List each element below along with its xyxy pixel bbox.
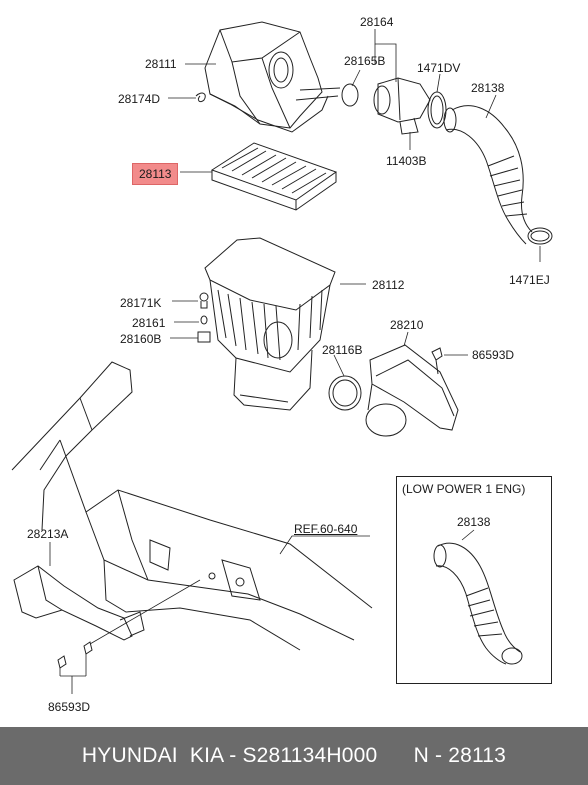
label-28160b[interactable]: 28160B [120,332,162,346]
label-28138[interactable]: 28138 [471,81,505,95]
label-28171k[interactable]: 28171K [120,296,162,310]
label-86593d-bottom[interactable]: 86593D [48,700,91,714]
label-28164[interactable]: 28164 [360,15,394,29]
air-cleaner-lower-case[interactable] [204,237,336,411]
vehicle-frame [11,361,373,651]
bushing-28161[interactable] [200,315,208,325]
air-filter-element[interactable] [210,142,338,211]
label-28210[interactable]: 28210 [390,318,424,332]
leader-lines [49,29,541,694]
air-duct-28210[interactable] [365,344,459,437]
label-28111[interactable]: 28111 [145,57,177,71]
clip-28174d[interactable] [195,92,206,103]
label-28213a[interactable]: 28213A [27,527,69,541]
bolt-28171k[interactable] [199,292,209,302]
bolt-86593d-top[interactable] [431,347,443,375]
label-28116b[interactable]: 28116B [322,343,363,357]
label-28165b[interactable]: 28165B [344,54,386,68]
air-cleaner-cover[interactable] [204,21,341,133]
footer-text: HYUNDAI KIA - S281134H000 N - 28113 [81,744,507,767]
bracket-28213a[interactable] [13,565,145,641]
label-ref-60-640[interactable]: REF.60-640 [294,522,358,536]
ring-28116b[interactable] [328,375,362,411]
bolt-86593d-bottom[interactable] [57,641,93,669]
label-1471ej[interactable]: 1471EJ [509,273,550,287]
label-28174d[interactable]: 28174D [118,92,161,106]
label-28113-highlighted[interactable]: 28113 [132,163,179,185]
inset-title: (LOW POWER 1 ENG) [402,482,526,496]
grommet-28160b[interactable] [197,331,211,343]
label-1471dv[interactable]: 1471DV [417,61,461,75]
gasket-28165b[interactable] [341,83,359,107]
air-flow-sensor[interactable] [373,77,431,135]
label-28161[interactable]: 28161 [132,316,166,330]
parts-diagram [11,21,553,694]
clamp-1471dv[interactable] [427,91,447,129]
footer-bar: HYUNDAI KIA - S281134H000 N - 28113 [0,727,588,785]
inset-intake-hose[interactable] [433,542,523,665]
label-28112[interactable]: 28112 [372,278,405,292]
inset-box-low-power [396,476,552,684]
intake-hose[interactable] [443,105,553,245]
label-inset-28138[interactable]: 28138 [457,515,491,529]
label-11403b[interactable]: 11403B [386,154,427,168]
label-86593d-top[interactable]: 86593D [472,348,515,362]
